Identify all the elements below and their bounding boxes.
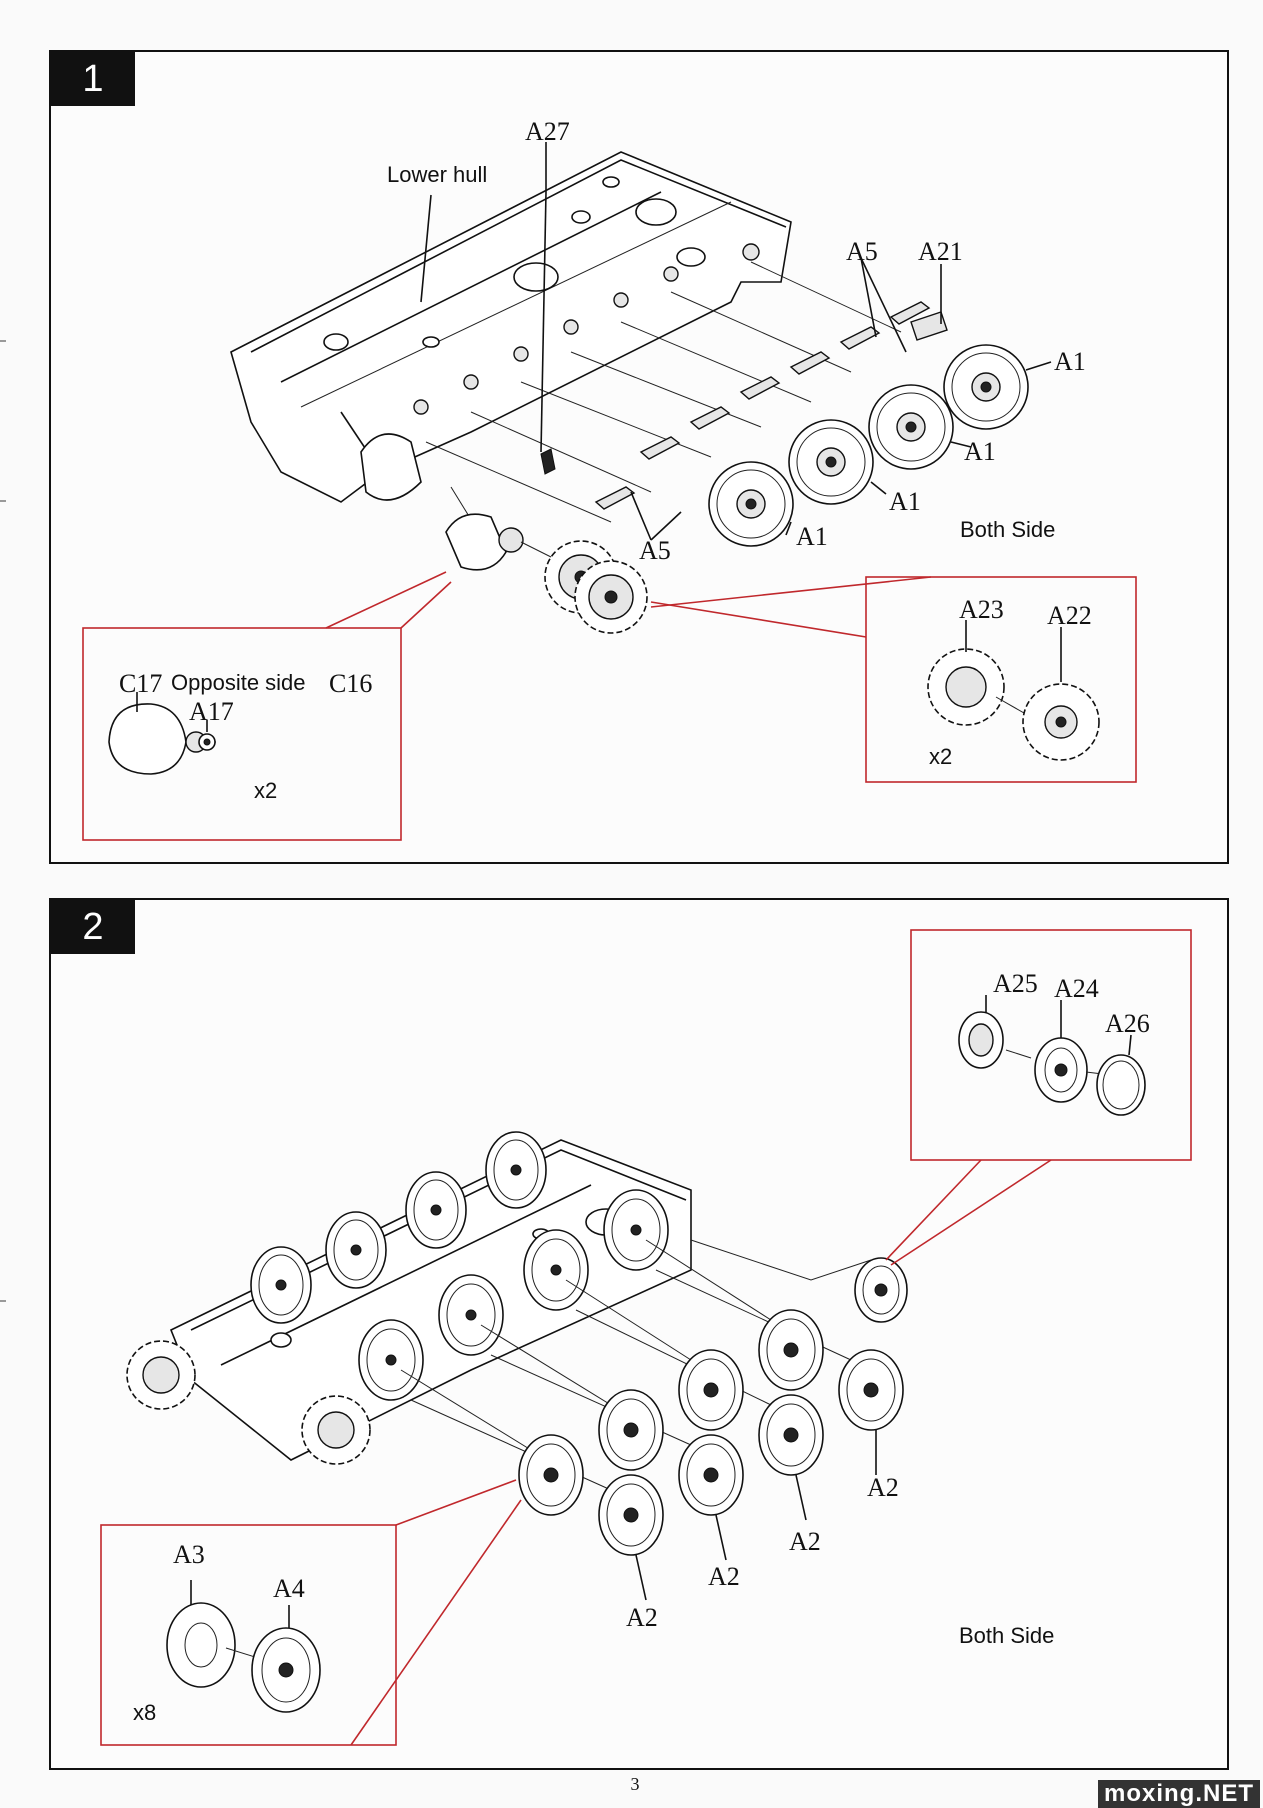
label-a3: A3 (173, 1540, 205, 1569)
step-number: 1 (51, 52, 135, 106)
final-drive-parts (445, 513, 648, 634)
label-a2-4: A2 (867, 1473, 899, 1502)
callout-wheel (100, 1479, 522, 1746)
road-wheels-a1 (708, 344, 1029, 547)
label-a2-1: A2 (626, 1603, 658, 1632)
label-a27: A27 (525, 117, 570, 146)
label-a24: A24 (1054, 974, 1099, 1003)
label-lower-hull: Lower hull (387, 162, 487, 187)
label-a1-3: A1 (889, 487, 921, 516)
label-both-side: Both Side (959, 1623, 1054, 1648)
label-a5-bottom: A5 (639, 536, 671, 565)
binding-mark (0, 500, 6, 502)
callout-right (650, 576, 1137, 783)
leader-lines (420, 142, 1052, 541)
leader-lines (635, 1430, 877, 1601)
binding-mark (0, 340, 6, 342)
callout-left (82, 571, 452, 841)
label-both-side: Both Side (960, 517, 1055, 542)
lower-hull-drawing (230, 151, 792, 503)
label-a1-1: A1 (1054, 347, 1086, 376)
callout-idler (885, 929, 1192, 1266)
near-side-inner-wheels (301, 1189, 669, 1465)
label-x2-left: x2 (254, 778, 277, 803)
label-x8: x8 (133, 1700, 156, 1725)
label-c17: C17 (119, 669, 162, 698)
step-number: 2 (51, 900, 135, 954)
step-2-panel: 2 (49, 898, 1229, 1770)
outer-wheels-a2 (518, 1257, 908, 1556)
label-a2-3: A2 (789, 1527, 821, 1556)
far-side-wheels (126, 1131, 547, 1410)
suspension-arms (540, 301, 948, 510)
label-a4: A4 (273, 1574, 305, 1603)
label-a22: A22 (1047, 601, 1092, 630)
label-a17: A17 (189, 697, 234, 726)
label-a21: A21 (918, 237, 963, 266)
label-a25: A25 (993, 969, 1038, 998)
label-a1-2: A1 (964, 437, 996, 466)
label-c16: C16 (329, 669, 372, 698)
label-a2-2: A2 (708, 1562, 740, 1591)
label-a23: A23 (959, 595, 1004, 624)
binding-mark (0, 1300, 6, 1302)
page-number: 3 (630, 1774, 640, 1794)
label-a5-top: A5 (846, 237, 878, 266)
step-1-panel: 1 (49, 50, 1229, 864)
label-a26: A26 (1105, 1009, 1150, 1038)
step-1-illustration: A27 Lower hull A5 A21 A1 A1 A1 A1 A5 Bot… (82, 117, 1137, 841)
label-x2-right: x2 (929, 744, 952, 769)
step-2-illustration: A25 A24 A26 A2 A2 A2 A2 Both Side A3 A4 … (100, 929, 1192, 1746)
label-a1-4: A1 (796, 522, 828, 551)
label-opposite-side: Opposite side (171, 670, 306, 695)
watermark: moxing.NET (1098, 1780, 1261, 1808)
